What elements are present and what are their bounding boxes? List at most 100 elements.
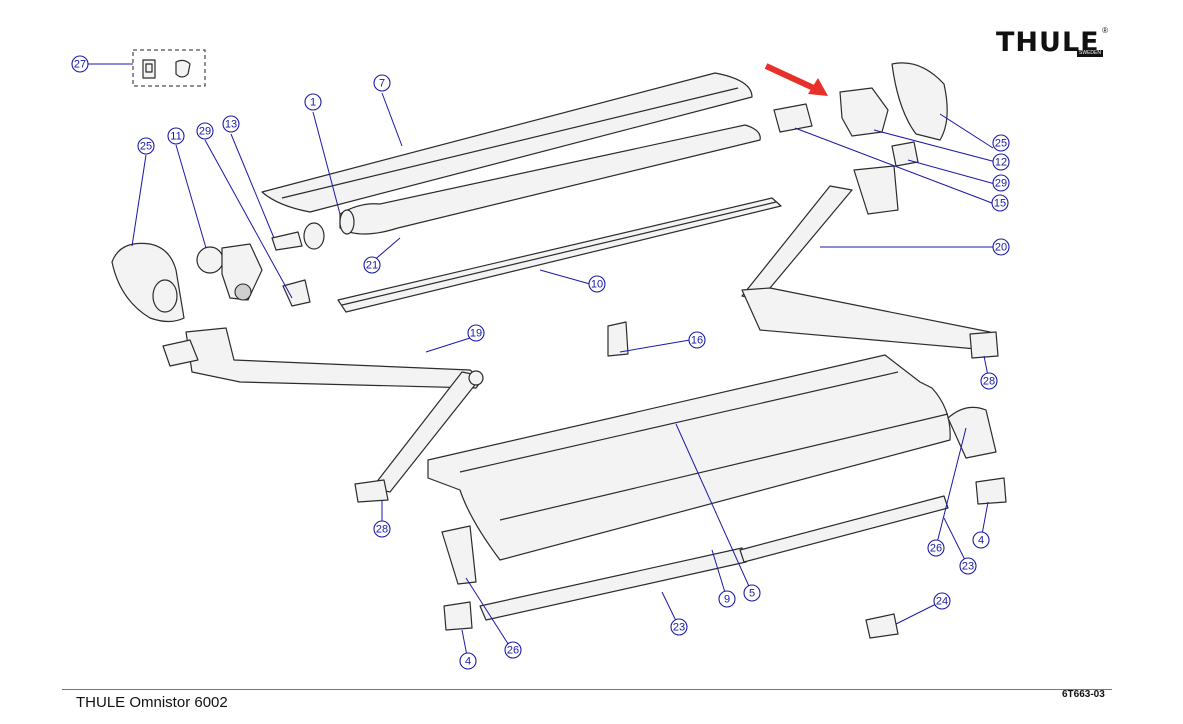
callout-circle: [743, 584, 761, 602]
callout-circle: [196, 122, 214, 140]
front-profile: [427, 354, 951, 561]
part-callout-26: 26: [504, 641, 522, 659]
gear-shaft: [234, 283, 252, 301]
left-end-cap-hole: [152, 279, 178, 313]
left-arm-foot: [354, 479, 389, 503]
floor-bracket: [865, 613, 899, 639]
right-mount-bracket: [975, 477, 1007, 505]
right-rail: [739, 495, 949, 563]
callout-circle: [467, 324, 485, 342]
right-arm-foot: [969, 331, 999, 359]
callout-number: 19: [470, 328, 482, 340]
callout-circle: [504, 641, 522, 659]
part-callout-12: 12: [992, 153, 1010, 171]
callout-circle: [373, 520, 391, 538]
leader-lines: [88, 63, 997, 662]
part-callout-23: 23: [959, 557, 977, 575]
part-callout-23: 23: [670, 618, 688, 636]
lead-bar-groove: [341, 201, 777, 306]
callout-number: 10: [591, 279, 603, 291]
part-callout-4: 4: [459, 652, 477, 670]
roller-fabric: [339, 124, 761, 235]
callout-circle: [927, 539, 945, 557]
callout-number: 26: [507, 645, 519, 657]
left-end-cap: [111, 242, 185, 323]
part-callout-7: 7: [373, 74, 391, 92]
callout-circle: [688, 331, 706, 349]
gear-unit: [196, 246, 224, 274]
callout-circle: [459, 652, 477, 670]
callout-circle: [972, 531, 990, 549]
callout-circle: [992, 153, 1010, 171]
part-callout-25: 25: [992, 134, 1010, 152]
logo-registered-mark: ®: [1102, 26, 1108, 35]
callout-circle: [71, 55, 89, 73]
part-callout-20: 20: [992, 238, 1010, 256]
callout-number: 9: [724, 594, 730, 606]
part-callout-16: 16: [688, 331, 706, 349]
callout-number: 5: [749, 588, 755, 600]
roller-spring-end: [271, 231, 303, 251]
cover-edge-line: [281, 87, 739, 199]
part-callout-24: 24: [933, 592, 951, 610]
part-callout-10: 10: [588, 275, 606, 293]
front-profile-ridge: [459, 371, 899, 473]
callout-number: 20: [995, 242, 1007, 254]
callout-circle: [670, 618, 688, 636]
callout-number: 26: [930, 543, 942, 555]
callout-number: 4: [465, 656, 471, 668]
part-callout-5: 5: [743, 584, 761, 602]
roller-end-plug: [303, 222, 325, 250]
drawing-code: 6T663-03: [1062, 689, 1105, 700]
callout-circle: [992, 238, 1010, 256]
thule-logo: THULE SWEDEN ®: [996, 26, 1108, 62]
callout-number: 27: [74, 59, 86, 71]
left-elbow-joint: [468, 370, 484, 386]
callout-number: 25: [140, 141, 152, 153]
callout-number: 29: [199, 126, 211, 138]
callout-number: 7: [379, 78, 385, 90]
callout-circle: [304, 93, 322, 111]
highlight-arrow-head: [808, 78, 828, 96]
callout-number: 11: [170, 131, 181, 143]
part-callout-25: 25: [137, 137, 155, 155]
right-roller-end: [773, 103, 813, 133]
part-callout-26: 26: [927, 539, 945, 557]
callout-number: 16: [691, 335, 703, 347]
small-part-knob: [175, 59, 191, 78]
left-wall-bracket: [162, 339, 199, 367]
callout-number: 12: [995, 157, 1007, 169]
callout-number: 13: [225, 119, 237, 131]
footer-divider: [62, 689, 1112, 690]
callout-number: 1: [310, 97, 316, 109]
callout-number: 4: [978, 535, 984, 547]
callout-circle: [980, 372, 998, 390]
part-callout-29: 29: [992, 174, 1010, 192]
part-callout-28: 28: [373, 520, 391, 538]
callout-number: 23: [673, 622, 685, 634]
center-clip: [607, 321, 629, 357]
callout-circle: [959, 557, 977, 575]
callout-circle: [992, 134, 1010, 152]
callout-circle: [933, 592, 951, 610]
callout-circle: [718, 590, 736, 608]
callout-number: 23: [962, 561, 974, 573]
callout-circle: [363, 256, 381, 274]
callout-circle: [991, 194, 1009, 212]
left-front-cap: [441, 525, 477, 585]
small-part-clip: [142, 59, 156, 79]
callout-number: 25: [995, 138, 1007, 150]
callout-circle: [992, 174, 1010, 192]
part-callout-28: 28: [980, 372, 998, 390]
part-callout-29: 29: [196, 122, 214, 140]
right-front-cap: [947, 406, 997, 459]
left-mount-bracket: [443, 601, 473, 631]
right-small-bracket: [891, 141, 919, 167]
small-parts-box: [132, 49, 206, 87]
right-gear-head: [839, 87, 889, 137]
part-callout-9: 9: [718, 590, 736, 608]
callout-circle: [167, 127, 185, 145]
